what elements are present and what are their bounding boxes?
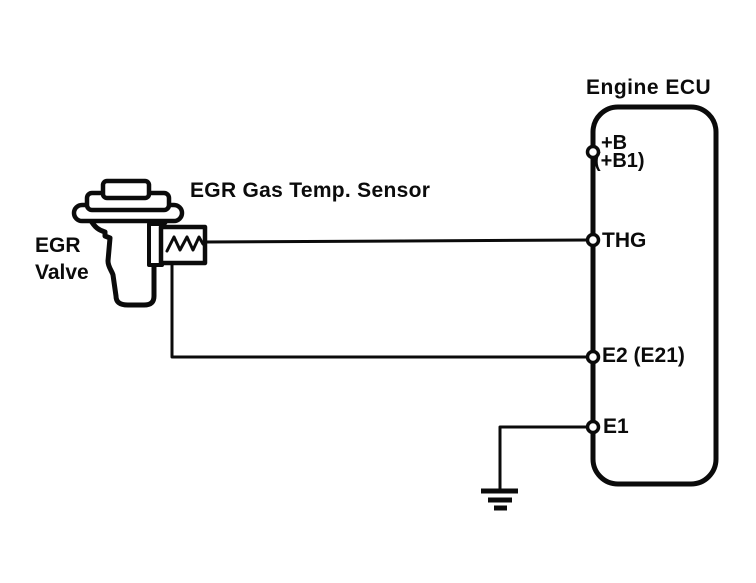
egr-valve-label: EGR Valve (35, 232, 89, 286)
egr-valve-label-line2: Valve (35, 261, 89, 284)
ground-icon (481, 488, 518, 511)
terminal-dot-e2 (585, 349, 601, 365)
valve-cap (100, 178, 152, 201)
terminal-label-e2: E2 (E21) (602, 344, 685, 367)
terminal-dot-e1 (585, 419, 601, 435)
egr-valve-label-line1: EGR (35, 234, 81, 257)
terminal-dot-thg (585, 232, 601, 248)
ecu-title: Engine ECU (586, 76, 712, 99)
wire-sensor-to-e2 (170, 261, 591, 359)
wire-sensor-to-thg (203, 238, 591, 244)
ecu-box (590, 104, 719, 487)
terminal-dot-plus-b (585, 144, 601, 160)
terminal-label-thg: THG (602, 229, 647, 252)
egr-gas-temp-sensor-label: EGR Gas Temp. Sensor (190, 179, 431, 202)
egr-gas-temp-sensor-drawing (147, 222, 208, 267)
terminal-label-e1: E1 (603, 415, 629, 438)
wire-e1-to-ground (498, 425, 591, 492)
terminal-label-plus-b: +B (601, 132, 628, 154)
terminal-sublabel-plus-b1: (+B1) (594, 150, 645, 172)
thermistor-zigzag-icon (165, 235, 205, 253)
